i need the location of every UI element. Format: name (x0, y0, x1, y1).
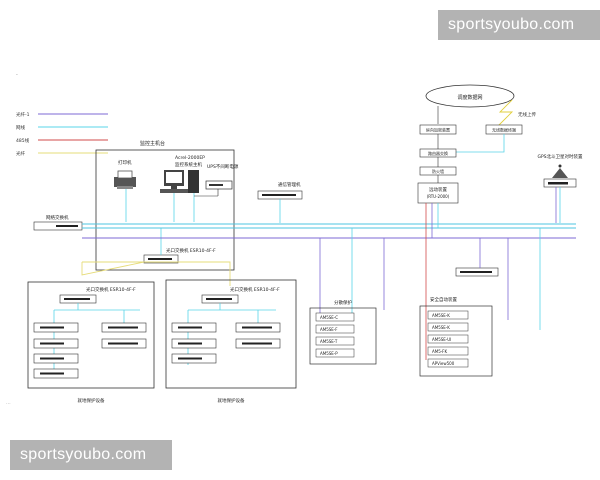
svg-text:485线: 485线 (16, 137, 30, 144)
cloud-label: 调度数据网 (457, 94, 482, 101)
svg-text:网线: 网线 (16, 124, 25, 131)
stray-mark-bottom: ... (6, 400, 11, 406)
auto-panel-group: 安全自动装置 AM5SE-K AM5SE-K AM5SE-UI AM5-FK A… (419, 296, 493, 377)
ups-label: UPS不间断电源 (207, 163, 239, 170)
auto-panel-frame (419, 305, 493, 377)
protect-panel-group: 分散保护 AM5SE-C AM5SE-F AM5SE-T AM5SE-P (309, 299, 377, 365)
cloud-icon (425, 84, 515, 108)
auto-device: AM5SE-K AM5SE-K AM5SE-UI AM5-FK APView50… (427, 310, 469, 368)
legend: 光纤-1 网线 485线 光纤 (16, 111, 108, 157)
bay-a-label: 就地保护设备 (78, 397, 105, 404)
stray-mark: - (16, 72, 18, 78)
svg-text:(RTU-2000): (RTU-2000) (427, 194, 450, 199)
comm-manager-group: 通信管理机 (257, 181, 303, 223)
monitor-room-title: 监控主机台 (140, 140, 165, 147)
watermark-top: sportsyoubo.com (438, 10, 600, 40)
legend-item-line-a: 光纤-1 (16, 111, 108, 118)
svg-text:AM5SE-T: AM5SE-T (320, 339, 338, 344)
monitor-room-group: 监控主机台 打印机 Acrel-2000EP 监控系统主机 UPS不间断电源 (95, 140, 239, 271)
svg-text:无线数据终端: 无线数据终端 (492, 127, 516, 133)
fiber-switch-a-label: 光口交换机 ESR10-4F-F (86, 286, 136, 293)
bay-a-group: 光口交换机 ESR10-4F-F 就地保护设备 (27, 281, 155, 404)
svg-text:AM5SE-UI: AM5SE-UI (432, 337, 451, 342)
wireless-icon (497, 99, 514, 127)
monitor-room-frame (95, 149, 235, 271)
svg-text:光纤: 光纤 (16, 150, 25, 157)
net-switch-label: 网络交换机 (46, 214, 69, 221)
comm-manager-label: 通信管理机 (278, 181, 301, 188)
fiber-switch-main-label: 光口交换机 ESR10-4F-F (166, 247, 216, 254)
svg-text:纵向加密装置: 纵向加密装置 (426, 127, 450, 133)
dispatch-network-group: 调度数据网 无线上传 纵向加密装置 无线数据终端 路由器交换 防火墙 远动装置 … (417, 84, 536, 204)
net-switch-group: 网络交换机 (33, 214, 83, 231)
protect-device: AM5SE-C AM5SE-F AM5SE-T AM5SE-P (315, 312, 355, 358)
bay-a-frame (27, 281, 155, 389)
computer-icon (160, 170, 199, 193)
protect-panel-frame (309, 307, 377, 365)
svg-text:路由器交换: 路由器交换 (428, 150, 448, 156)
svg-text:AM5SE-F: AM5SE-F (320, 327, 338, 332)
svg-text:光纤-1: 光纤-1 (16, 111, 30, 118)
monitor-host-label: 监控系统主机 (175, 161, 202, 168)
monitor-model-label: Acrel-2000EP (175, 155, 205, 161)
svg-text:AM5SE-C: AM5SE-C (320, 315, 338, 320)
printer-label: 打印机 (118, 159, 132, 166)
satellite-dot-icon (558, 164, 562, 168)
legend-item-line-b: 网线 (16, 124, 108, 131)
remote-unit-device (417, 182, 459, 204)
svg-text:防火墙: 防火墙 (432, 168, 444, 174)
fiber-switch-b-label: 光口交换机 ESR10-4F-F (230, 286, 280, 293)
svg-text:AM5-FK: AM5-FK (432, 349, 447, 354)
bay-b-device (171, 322, 281, 364)
protect-panel-title: 分散保护 (334, 299, 352, 306)
satellite-icon (552, 168, 568, 178)
svg-text:AM5SE-K: AM5SE-K (432, 325, 450, 330)
printer-icon (114, 170, 136, 189)
gps-group: GPS北斗卫星对时装置 (537, 153, 583, 223)
ups-icon (205, 180, 233, 190)
auto-panel-title: 安全自动装置 (430, 296, 457, 303)
watermark-bottom: sportsyoubo.com (10, 440, 172, 470)
legend-item-line-c: 485线 (16, 137, 108, 144)
bay-b-frame (165, 279, 297, 389)
bay-b-group: 光口交换机 ESR10-4F-F 就地保护设备 (165, 279, 297, 404)
svg-text:远动装置: 远动装置 (429, 186, 447, 193)
svg-text:APView500: APView500 (432, 361, 455, 366)
legend-item-line-d: 光纤 (16, 150, 108, 157)
bay-a-device (33, 322, 147, 379)
svg-text:AM5SE-K: AM5SE-K (432, 313, 450, 318)
svg-text:AM5SE-P: AM5SE-P (320, 351, 338, 356)
bay-b-label: 就地保护设备 (218, 397, 245, 404)
wireless-label: 无线上传 (518, 111, 536, 118)
gps-label: GPS北斗卫星对时装置 (537, 153, 583, 160)
